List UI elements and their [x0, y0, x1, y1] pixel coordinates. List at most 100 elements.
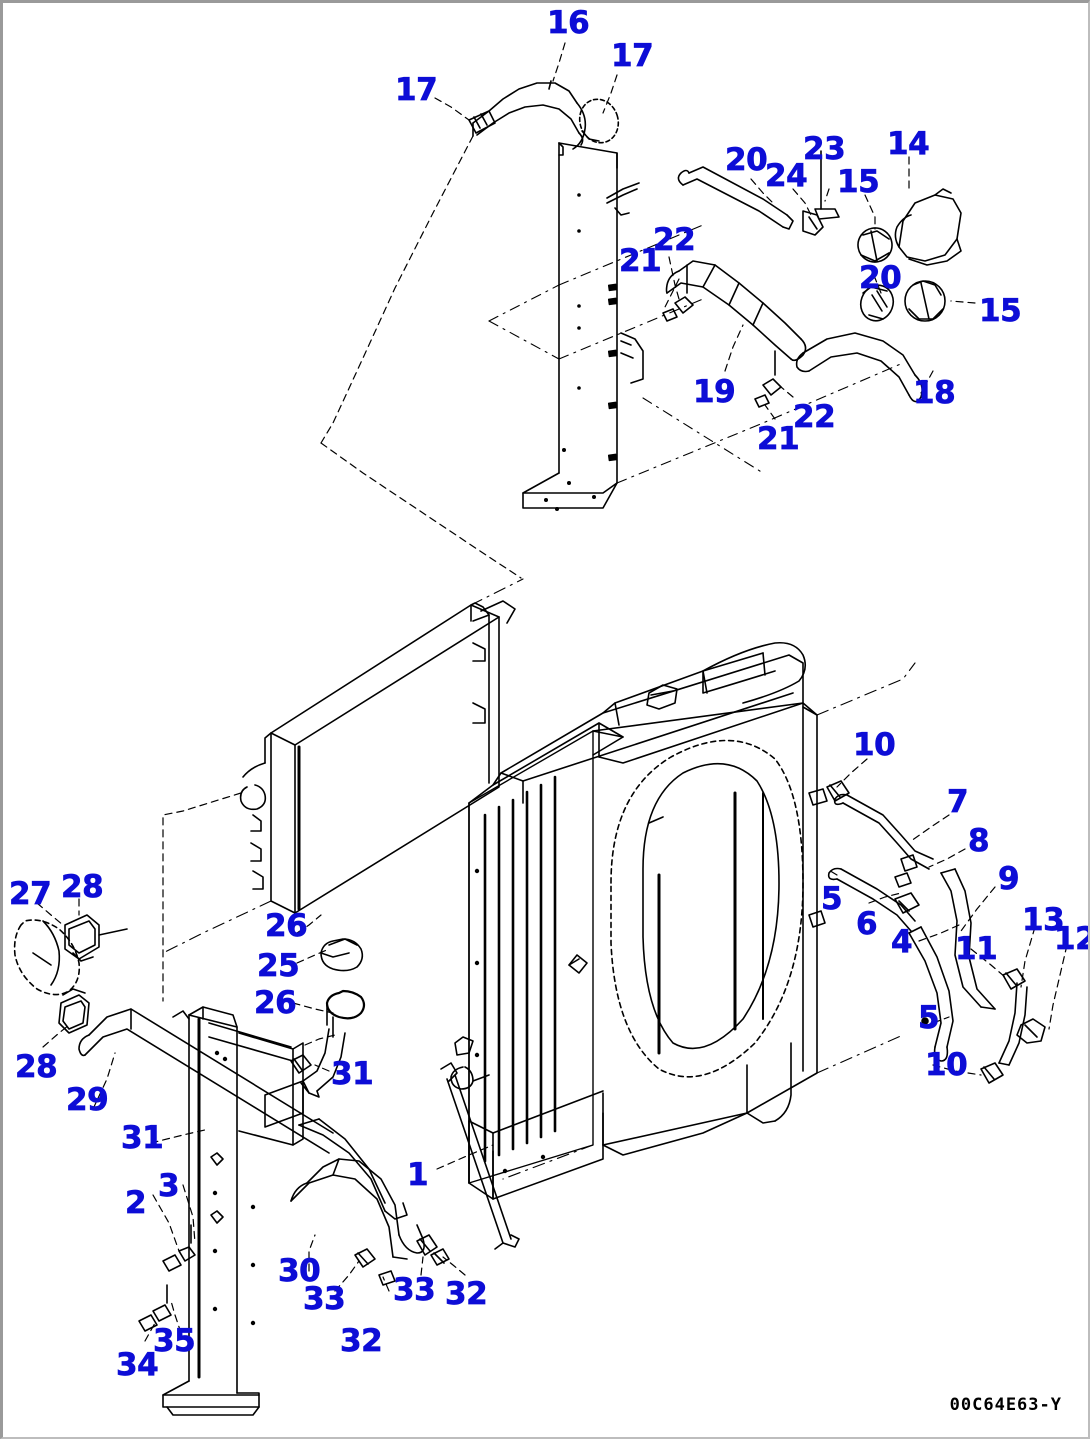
clamp-7 [894, 854, 918, 888]
callout-4: 4 [891, 924, 913, 960]
leader-lines-left-bottom [36, 898, 494, 1342]
hose-30-inner [298, 1118, 408, 1220]
callout-21: 21 [757, 421, 800, 457]
callout-13: 13 [1022, 902, 1065, 938]
clamp-10-lower [980, 1062, 1004, 1084]
leader-lines-top [320, 42, 618, 579]
callout-1: 1 [407, 1157, 429, 1193]
hose-clamp-17-right [578, 98, 620, 144]
clamp-28-lower [58, 988, 90, 1034]
hose-clamp-17-left [468, 110, 496, 134]
callout-24: 24 [765, 158, 808, 194]
hose-18 [795, 332, 923, 403]
callout-20: 20 [725, 142, 768, 178]
cap-27 [13, 919, 81, 996]
cap-26-lower [325, 989, 366, 1038]
callout-5: 5 [918, 1000, 940, 1036]
leader-lines-upper-right [662, 156, 976, 420]
hose-30 [290, 1158, 425, 1260]
callout-6: 6 [856, 906, 878, 942]
callout-35: 35 [153, 1323, 196, 1359]
callout-27: 27 [9, 876, 52, 912]
callout-14: 14 [887, 126, 930, 162]
callout-2: 2 [125, 1185, 147, 1221]
leader-lines-mid-left [162, 792, 334, 1072]
hose-4-11 [908, 926, 954, 1062]
clamp-11 [1002, 968, 1026, 990]
tube-24-bolt [802, 210, 824, 236]
callout-11: 11 [955, 931, 998, 967]
clamp-12 [1016, 1018, 1046, 1044]
callout-29: 29 [66, 1082, 109, 1118]
hose-clamp-15-upper [857, 227, 893, 263]
hose-clamp-15-right [904, 280, 946, 322]
clamp-6 [894, 892, 920, 914]
radiator-core [450, 641, 807, 1200]
clamp-33-left [354, 1248, 376, 1268]
callout-23: 23 [803, 131, 846, 167]
upper-tube-20 [677, 166, 794, 230]
clamp-21-22-left [662, 264, 694, 322]
hose-19 [665, 260, 807, 362]
bolt-2-3 [162, 1224, 196, 1272]
callout-17: 17 [395, 72, 438, 108]
tube-5-lower [827, 867, 916, 932]
callout-31: 31 [121, 1120, 164, 1156]
hose-9 [940, 868, 996, 1010]
callout-32: 32 [340, 1323, 383, 1359]
phantom-section-lines [162, 578, 916, 1180]
support-rod-1 [440, 1062, 520, 1250]
clamp-21-22-lower [754, 350, 782, 408]
callout-33: 33 [303, 1281, 346, 1317]
bolt-34-35 [138, 1284, 172, 1332]
callout-32: 32 [445, 1276, 488, 1312]
aftercooler-mounting-bracket [522, 142, 644, 511]
clamp-31-upper [290, 1054, 312, 1074]
tube-7-upper [833, 793, 934, 870]
callout-34: 34 [116, 1347, 159, 1383]
leader-lines-right [826, 758, 1068, 1076]
callout-30: 30 [278, 1253, 321, 1289]
callout-22: 22 [793, 399, 836, 435]
tube-13 [998, 982, 1028, 1066]
hose-29 [78, 1008, 334, 1154]
callout-10: 10 [853, 727, 896, 763]
callout-16: 16 [547, 5, 590, 41]
tube-23-bolt [814, 150, 840, 220]
callout-15: 15 [979, 293, 1022, 329]
callout-33: 33 [393, 1272, 436, 1308]
callout-7: 7 [947, 784, 969, 820]
callout-31: 31 [331, 1056, 374, 1092]
callout-15: 15 [837, 164, 880, 200]
phantom-projection-top [488, 224, 904, 484]
clamp-33-right [416, 1234, 438, 1256]
callout-19: 19 [693, 374, 736, 410]
bolt-32-right [430, 1248, 450, 1266]
callout-3: 3 [158, 1168, 180, 1204]
drawing-code-label: 00C64E63-Y [949, 1395, 1062, 1415]
callout-17: 17 [611, 38, 654, 74]
callout-25: 25 [257, 948, 300, 984]
oil-cooler-core [239, 600, 516, 914]
callout-18: 18 [913, 375, 956, 411]
radiator-mount-bracket-left [162, 1006, 304, 1416]
diagram-artwork [13, 42, 1068, 1416]
callout-26: 26 [265, 908, 308, 944]
cap-14 [894, 188, 962, 266]
callout-8: 8 [968, 823, 990, 859]
callout-20: 20 [859, 260, 902, 296]
clamp-10-upper [826, 780, 850, 802]
callout-10: 10 [925, 1047, 968, 1083]
intake-elbow-hose [472, 80, 587, 150]
callout-22: 22 [653, 222, 696, 258]
fan-shroud [568, 702, 828, 1156]
callout-5: 5 [821, 881, 843, 917]
hose-clamp-20b [859, 284, 895, 322]
clamp-28-upper [64, 914, 128, 962]
callout-28: 28 [61, 869, 104, 905]
callout-9: 9 [998, 861, 1020, 897]
callout-28: 28 [15, 1049, 58, 1085]
callout-26: 26 [254, 985, 297, 1021]
callout-12: 12 [1054, 921, 1088, 957]
